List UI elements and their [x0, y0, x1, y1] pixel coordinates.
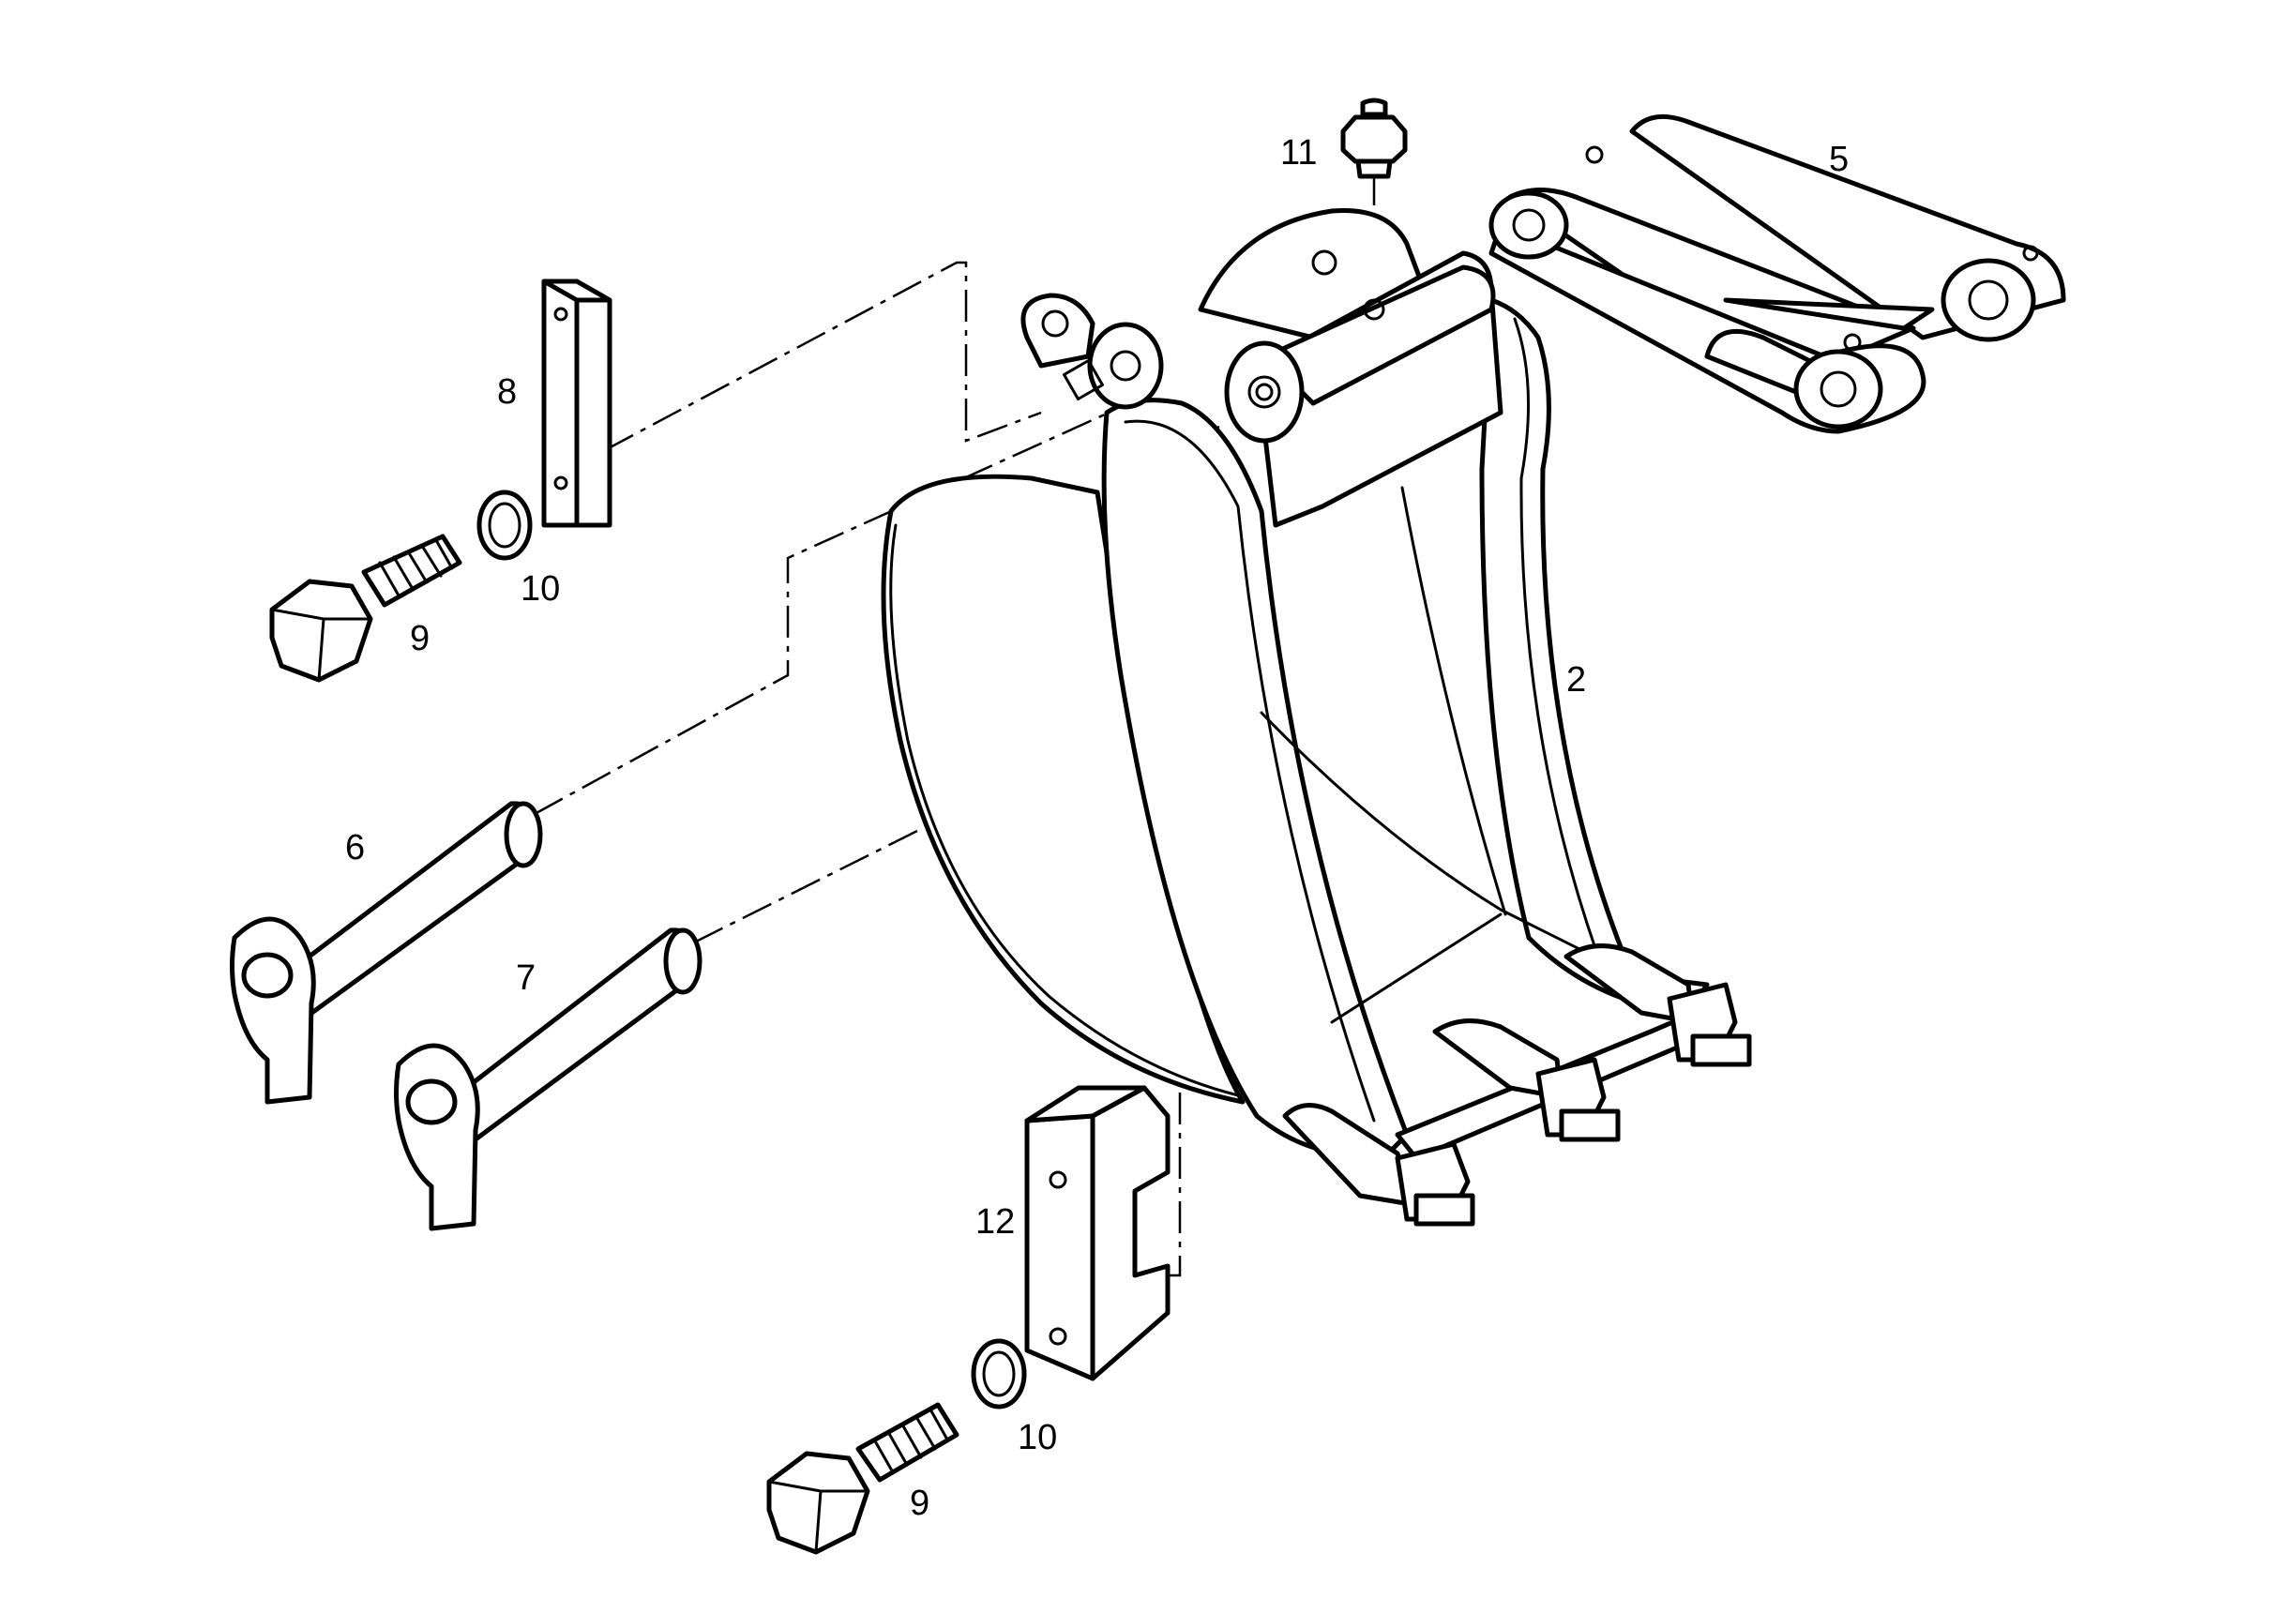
- hinge-boss-left: [1224, 340, 1305, 444]
- block-12-front: [1024, 1113, 1095, 1381]
- link-eye-right-top: [1941, 258, 2036, 342]
- grease-nipple-part-11: [1340, 98, 1408, 179]
- leader-line-8: [604, 261, 1042, 452]
- bucket-top-ear-left: [1020, 293, 1095, 369]
- plate-8-top: [541, 279, 612, 303]
- link-eye-left: [1488, 190, 1569, 260]
- callout-8: 8: [497, 372, 517, 412]
- pin-6-shaft-end: [504, 801, 543, 868]
- plate-8-hole-top: [553, 307, 568, 322]
- link-eye-right-bottom: [1793, 349, 1883, 430]
- callout-labels: 2 5 6 7 8 9 9 10 10 11 12: [345, 133, 1849, 1523]
- bucket-tooth-left: [1282, 1103, 1475, 1227]
- hinge-clip: [1063, 359, 1104, 400]
- pin-7-head-plate: [394, 1043, 480, 1231]
- shell-inner-edge: [1124, 419, 1376, 1123]
- block-12-top: [1024, 1085, 1147, 1123]
- pin-7-head-boss: [405, 1078, 458, 1125]
- link-eye-left-hole: [1512, 208, 1546, 242]
- bucket-floor-line: [1330, 912, 1503, 1024]
- grease-nipple-thread: [1355, 158, 1393, 179]
- bolt-part-9-top: [269, 534, 462, 683]
- plate-8-side: [574, 279, 612, 528]
- block-12-hole-bottom: [1049, 1327, 1067, 1346]
- leader-line-6: [534, 403, 1126, 816]
- bucket-floor: [1260, 711, 1615, 968]
- washer-part-10-bottom: [971, 1338, 1027, 1409]
- link-grease-hole-a: [1585, 145, 1604, 164]
- callout-10-bottom: 10: [1018, 1418, 1057, 1457]
- grease-nipple-tip: [1360, 98, 1388, 117]
- link-grease-hole-c: [2022, 245, 2039, 262]
- pin-6-head-boss: [241, 952, 294, 999]
- bolt-9-top-hex-edge: [270, 608, 372, 682]
- bucket-part-2: [881, 207, 1752, 1227]
- hinge-tube: [1263, 264, 1496, 406]
- hinge-boss-inner: [1255, 383, 1274, 401]
- bolt-9-bottom-hex-edge: [767, 1480, 869, 1554]
- callout-5: 5: [1829, 140, 1849, 179]
- washer-10-bottom-hole: [982, 1350, 1016, 1397]
- bucket-inner-rear-edge: [1400, 486, 1507, 916]
- ear-hole: [1041, 309, 1069, 338]
- grease-nipple-hex: [1340, 114, 1408, 164]
- bolt-9-bottom-thread: [855, 1402, 959, 1483]
- pin-part-6: [230, 801, 543, 1105]
- washer-10-top-hole: [488, 502, 521, 549]
- bucket-side-plate-left: [881, 474, 1246, 1105]
- pin-7-shaft-end: [663, 927, 702, 995]
- bolt-9-top-thread-lines: [378, 538, 454, 597]
- washer-part-10-top: [476, 490, 533, 561]
- retaining-plate-part-8: [541, 279, 612, 528]
- callout-9-bottom: 9: [910, 1484, 929, 1523]
- bolt-9-top-hex: [269, 579, 373, 683]
- right-plate-edge: [1513, 317, 1610, 987]
- callout-6: 6: [345, 828, 365, 867]
- link-grease-hole-b: [1843, 333, 1862, 352]
- grease-port-hole: [1363, 298, 1385, 321]
- callout-7: 7: [516, 958, 536, 998]
- link-arm-rib: [1723, 297, 1935, 331]
- callout-10-top: 10: [521, 569, 560, 609]
- bucket-side-plate-right: [1479, 297, 1710, 1016]
- bolt-9-top-thread: [361, 534, 462, 608]
- rear-ear-hole: [1311, 249, 1337, 276]
- pin-6-head-plate: [230, 916, 316, 1105]
- bucket-tooth-middle: [1432, 1018, 1621, 1142]
- bolt-part-9-bottom: [766, 1402, 959, 1555]
- block-12-side: [1090, 1085, 1171, 1381]
- link-arm-part-5: [1488, 113, 2066, 434]
- plate-8-hole-bottom: [553, 475, 568, 490]
- bolt-9-bottom-hex: [766, 1451, 870, 1555]
- hinge-boss-hole: [1247, 375, 1281, 409]
- bolt-9-bottom-thread-lines: [872, 1408, 949, 1474]
- callout-2: 2: [1566, 660, 1586, 700]
- retaining-block-part-12: [1024, 1085, 1171, 1381]
- block-12-hole-top: [1049, 1170, 1067, 1189]
- callout-12: 12: [975, 1202, 1015, 1242]
- rear-boss-hole: [1110, 350, 1141, 382]
- bucket-tooth-right: [1563, 943, 1752, 1067]
- link-eye-right-top-hole: [1968, 279, 2009, 321]
- callout-9-top: 9: [410, 619, 430, 658]
- rear-boss-left: [1087, 322, 1164, 410]
- link-eye-right-bottom-hole: [1820, 370, 1857, 408]
- side-plate-rim: [889, 523, 1240, 1097]
- callout-11: 11: [1280, 133, 1317, 173]
- pin-part-7: [394, 927, 702, 1231]
